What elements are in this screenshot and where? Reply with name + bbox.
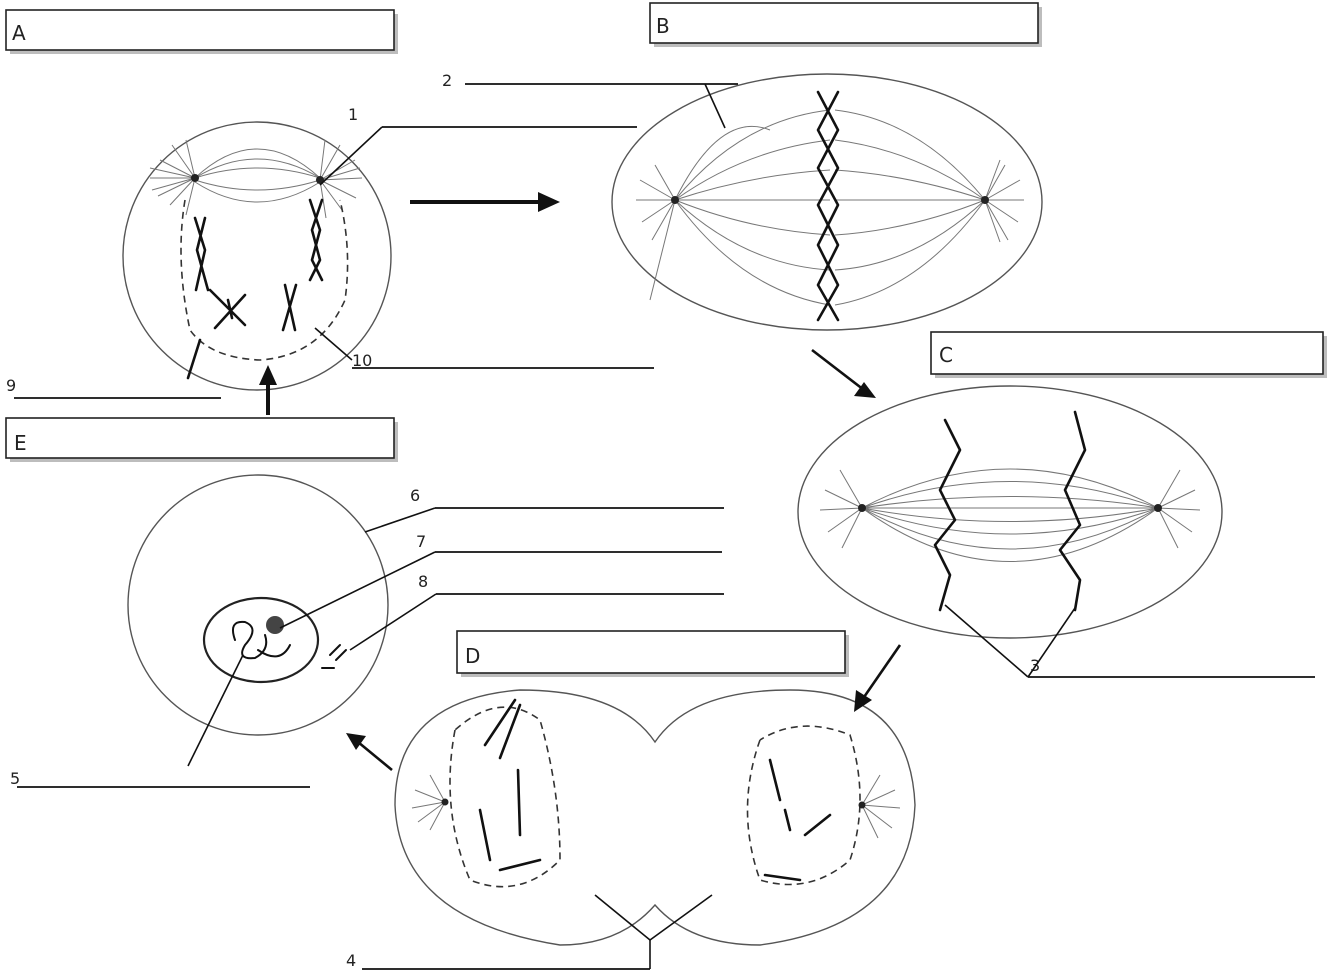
stage-box-d[interactable]: D [457, 631, 849, 677]
callout-9: 9 [6, 376, 221, 398]
callout-number-5: 5 [10, 769, 20, 788]
cell-a [123, 122, 391, 390]
callout-6: 6 [365, 486, 724, 532]
stage-label-c: C [939, 343, 953, 367]
stage-label-a: A [12, 21, 26, 45]
stage-box-b[interactable]: B [650, 3, 1042, 47]
stage-label-b: B [656, 14, 670, 38]
cell-d [395, 690, 915, 945]
stage-box-c[interactable]: C [931, 332, 1327, 378]
cell-b [612, 74, 1042, 330]
stage-label-e: E [14, 431, 27, 455]
arrow-c-to-d [854, 645, 900, 712]
cell-c [798, 386, 1222, 638]
nucleolus [266, 616, 284, 634]
callout-number-2: 2 [442, 71, 452, 90]
arrow-b-to-c [812, 350, 876, 398]
stage-box-e[interactable]: E [6, 418, 398, 462]
stage-box-a[interactable]: A [6, 10, 398, 54]
callout-number-1: 1 [348, 105, 358, 124]
arrow-d-to-e [346, 733, 392, 770]
callout-1: 1 [320, 105, 637, 185]
callout-number-9: 9 [6, 376, 16, 395]
cell-e [128, 475, 388, 735]
callout-number-7: 7 [416, 532, 426, 551]
callout-number-4: 4 [346, 951, 356, 970]
arrow-a-to-b [410, 192, 560, 212]
callout-number-8: 8 [418, 572, 428, 591]
callout-number-6: 6 [410, 486, 420, 505]
stage-label-d: D [465, 644, 480, 668]
